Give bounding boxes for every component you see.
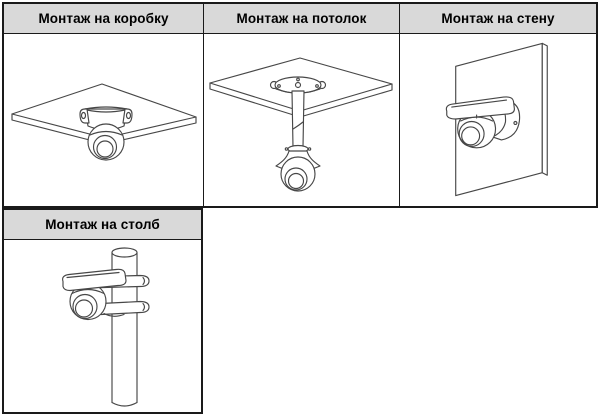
illustration-cell-pole-mount — [4, 240, 201, 412]
mounting-plate — [269, 76, 327, 94]
pole — [111, 247, 138, 407]
turret-camera — [280, 156, 316, 192]
camera-bracket — [103, 312, 125, 317]
camera-lens — [92, 134, 118, 160]
mounting-options-table: Монтаж на коробку Монтаж на потолок Монт… — [2, 2, 598, 208]
illustration-cell-wall-mount — [400, 34, 596, 206]
illustration-cell-ceiling-mount — [204, 34, 400, 206]
header-label-box-mount: Монтаж на коробку — [38, 11, 169, 26]
turret-camera — [62, 268, 127, 321]
camera-ball — [87, 123, 125, 161]
wall-mount-illustration — [445, 42, 548, 197]
header-label-ceiling-mount: Монтаж на потолок — [236, 11, 367, 26]
header-label-pole-mount: Монтаж на столб — [45, 217, 160, 232]
box-mount-illustration — [11, 83, 197, 161]
camera-lens — [72, 293, 98, 320]
pendant-pole — [291, 90, 305, 148]
illustration-cell-box-mount — [4, 34, 204, 206]
camera-lens — [458, 120, 485, 147]
turret-camera — [79, 106, 133, 161]
camera-lens — [284, 167, 308, 191]
header-cell-ceiling-mount: Монтаж на потолок — [204, 4, 400, 34]
header-cell-pole-mount: Монтаж на столб — [4, 210, 201, 240]
header-label-wall-mount: Монтаж на стену — [441, 11, 555, 26]
camera-base-cap — [445, 96, 515, 120]
pole-mount-illustration — [62, 247, 150, 407]
wall-panel — [455, 42, 548, 197]
camera-base-cap — [62, 268, 127, 292]
pole-mount-table: Монтаж на столб — [2, 208, 203, 414]
ceiling-mount-illustration — [209, 57, 393, 192]
turret-camera — [445, 96, 521, 149]
header-cell-box-mount: Монтаж на коробку — [4, 4, 204, 34]
header-cell-wall-mount: Монтаж на стену — [400, 4, 596, 34]
